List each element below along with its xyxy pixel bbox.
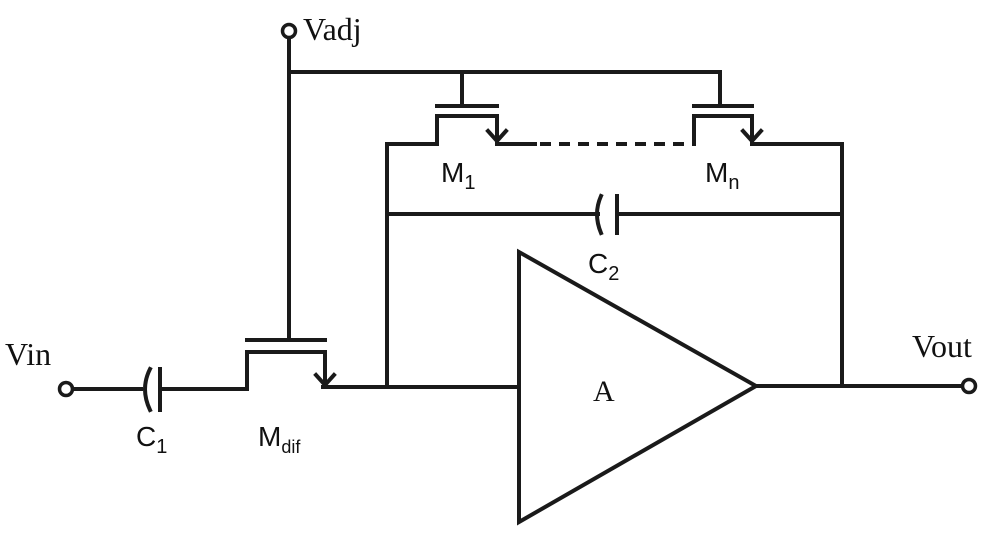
opamp-label: A [593, 375, 615, 408]
mn-label: Mn [705, 157, 739, 194]
transistor-mdif [245, 338, 337, 391]
vadj-label: Vadj [303, 11, 362, 47]
vadj-terminal [280, 22, 298, 40]
vout-label: Vout [912, 328, 972, 364]
feedback-rail [385, 142, 844, 388]
vadj-line [287, 36, 722, 342]
vin-terminal [57, 380, 75, 398]
c1-label: C1 [136, 421, 167, 458]
c2-label: C2 [588, 248, 619, 285]
capacitor-c2 [385, 193, 844, 236]
transistor-mn [692, 104, 764, 144]
vout-terminal [960, 377, 978, 395]
transistor-m1 [435, 104, 509, 144]
input-wire [71, 366, 521, 413]
vin-label: Vin [5, 336, 51, 372]
opamp-a [517, 248, 761, 526]
mdif-label: Mdif [258, 421, 301, 457]
m1-label: M1 [441, 157, 475, 194]
